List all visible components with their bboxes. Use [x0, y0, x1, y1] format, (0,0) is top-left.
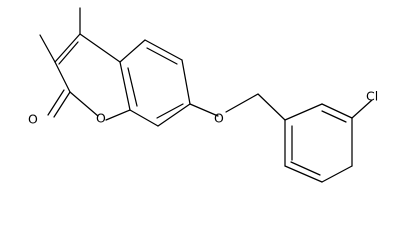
bond-c5-c6prime [284, 165, 323, 183]
bond-c3-c2 [54, 61, 71, 93]
bond-c6-c7 [181, 59, 191, 105]
bond-c2-c3prime [321, 103, 353, 119]
bond-c7-o-ether [189, 103, 219, 117]
bond-c4a-c4 [79, 33, 121, 63]
bond-c8a-c4a-inner [127, 67, 138, 107]
bond-c7-c8 [157, 103, 191, 127]
carbonyl-oxygen-label: O [28, 112, 38, 127]
ring-oxygen-label: O [96, 111, 106, 126]
bond-c2-c3prime-inner [321, 110, 347, 123]
ether-oxygen-label: O [214, 111, 224, 126]
atom-labels: O O O Cl [28, 89, 378, 127]
bond-c2-o1 [69, 91, 99, 117]
bond-o1-c8a [105, 109, 131, 121]
bond-c1-c2prime [284, 103, 323, 121]
molecule-drawing: O O O Cl [28, 7, 378, 183]
bond-c4-c5prime [321, 165, 353, 183]
bond-c5-c6prime-inner [290, 161, 321, 176]
bond-c8-c8a [129, 109, 159, 127]
bond-c5-c6 [144, 39, 183, 61]
bond-c2-o-carbonyl-a [53, 91, 71, 118]
bond-c4a-c5 [119, 39, 146, 63]
chlorine-label: Cl [366, 89, 378, 104]
bond-c5-c6-inner [146, 47, 178, 65]
bond-c4-c3 [54, 33, 81, 63]
bond-c8a-c4a [119, 61, 131, 111]
bond-c-cl [351, 99, 373, 119]
bond-c3-methyl [39, 34, 56, 63]
bonds [39, 7, 373, 183]
bond-ch2-c1prime [257, 93, 286, 121]
structure-svg: O O O Cl [28, 7, 378, 183]
bond-c2-o-carbonyl-b [47, 89, 65, 116]
bond-o-ether-ch2 [225, 93, 259, 113]
bond-c7-c8-inner [156, 103, 184, 119]
bond-c4-c3-inner [58, 41, 79, 65]
